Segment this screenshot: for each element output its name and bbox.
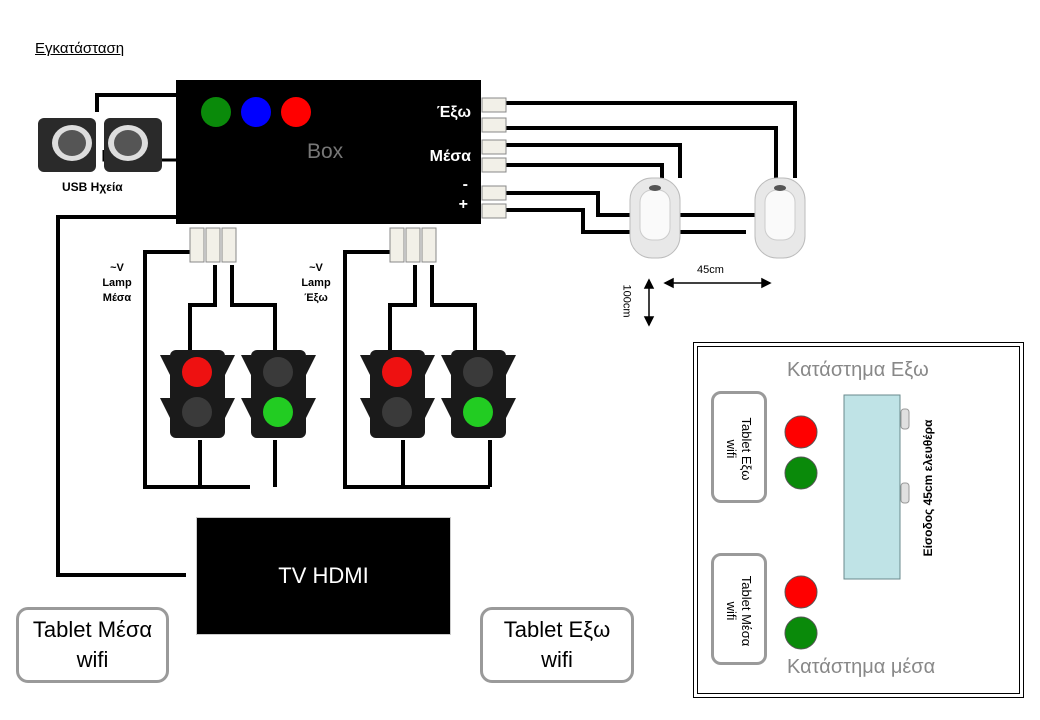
store-in-green-light-icon [784, 616, 818, 650]
green-led-icon [201, 97, 231, 127]
port-minus-label: - [462, 176, 468, 193]
speaker-wire [95, 93, 176, 112]
traffic-light-in-green-icon [241, 350, 316, 438]
lamp-out-voltage: ~V [309, 262, 323, 274]
tablet-out-name: Tablet Εξω [503, 617, 611, 642]
lamp-out-location: Έξω [304, 292, 328, 304]
sensor-wire-1 [505, 101, 797, 178]
tablet-in-name: Tablet Μέσα [32, 617, 153, 642]
store-layout: Κατάστημα Εξω Κατάστημα μέσα Tablet Εξω … [693, 342, 1024, 698]
page-title: Εγκατάσταση [35, 40, 125, 57]
lamp-in-wire-3 [230, 265, 277, 350]
blue-led-icon [241, 97, 271, 127]
usb-speakers-icon [38, 118, 162, 172]
mini-sensor-2-icon [900, 482, 910, 504]
lamp-out-label: ~V Lamp Έξω [286, 261, 346, 306]
tablet-out: Tablet Εξω wifi [480, 607, 634, 683]
lamp-in-voltage: ~V [110, 262, 124, 274]
port-plus-label: + [458, 196, 468, 213]
sensor-wire-2 [505, 126, 778, 178]
wires [56, 93, 797, 577]
store-in-title: Κατάστημα μέσα [787, 656, 936, 678]
motion-sensor-1-icon [629, 177, 681, 259]
mini-sensor-1-icon [900, 408, 910, 430]
lamp-in-location: Μέσα [102, 292, 132, 304]
mini-tablet-out: Tablet Εξω wifi [711, 391, 767, 503]
tv-wire [56, 215, 186, 577]
traffic-light-out-green-icon [441, 350, 516, 438]
lamp-in-wire-2 [188, 265, 217, 350]
sensor-wire-5 [505, 191, 640, 217]
dimension-arrows [643, 277, 772, 327]
traffic-light-out-red-icon [360, 350, 435, 438]
speakers-label: USB Ηχεία [62, 180, 123, 194]
port-out-label: Έξω [436, 104, 471, 121]
entrance-label: Είσοδος 45cm ελευθέρα [921, 419, 935, 557]
box-label: Box [307, 140, 344, 163]
store-inner-frame [697, 346, 1020, 694]
height-dimension-label: 100cm [620, 284, 633, 318]
width-dimension-label: 45cm [697, 264, 724, 276]
lamp-out-wire-3 [430, 265, 477, 350]
box-leds [201, 97, 311, 127]
terminal-block-lamp-out [389, 227, 437, 263]
mini-tablet-in: Tablet Μέσα wifi [711, 553, 767, 665]
lamp-out-wire-2 [388, 265, 417, 350]
traffic-light-in-red-icon [160, 350, 235, 438]
tablet-out-wifi: wifi [541, 647, 573, 672]
entrance-area [843, 394, 901, 580]
lamp-in-label: ~V Lamp Μέσα [87, 261, 147, 306]
motion-sensor-2-icon [754, 177, 806, 259]
sensor-wire-4 [505, 163, 664, 178]
lamp-in-wire-1 [143, 250, 250, 489]
store-out-title: Κατάστημα Εξω [787, 359, 929, 381]
port-in-label: Μέσα [429, 148, 471, 165]
lamp-out-wire-1 [343, 250, 490, 489]
store-graphics [784, 394, 910, 650]
lamp-out-lamp: Lamp [301, 277, 331, 289]
tablet-in-wifi: wifi [76, 647, 109, 672]
tablet-in: Tablet Μέσα wifi [16, 607, 169, 683]
terminal-block-sensors [481, 97, 507, 219]
lamp-in-lamp: Lamp [102, 277, 132, 289]
store-in-red-light-icon [784, 575, 818, 609]
store-out-green-light-icon [784, 456, 818, 490]
store-out-red-light-icon [784, 415, 818, 449]
red-led-icon [281, 97, 311, 127]
terminal-block-lamp-in [189, 227, 237, 263]
sensor-wire-6 [505, 208, 640, 234]
control-box: Έξω Μέσα - + [176, 80, 481, 224]
tv-hdmi: TV HDMI [196, 517, 451, 635]
sensor-wire-3 [505, 143, 682, 178]
